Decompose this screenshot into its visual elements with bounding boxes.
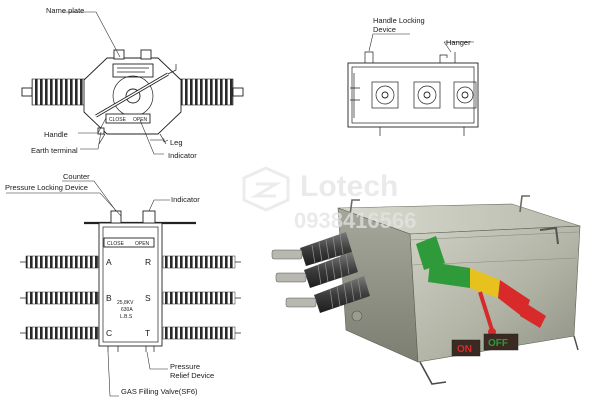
earth-terminal-label: Earth terminal xyxy=(31,146,78,155)
side-indicator-window xyxy=(103,237,155,248)
bushing-r xyxy=(162,255,236,269)
photo-bushing-2 xyxy=(275,252,358,288)
front-legs xyxy=(98,133,167,145)
side-indicator-box xyxy=(142,210,156,224)
bushing-t xyxy=(162,326,236,340)
bottom-devices xyxy=(107,346,155,352)
hanger-shape xyxy=(439,52,456,63)
left-terminal xyxy=(21,87,33,97)
right-bushing xyxy=(174,78,234,106)
top-flange-2 xyxy=(413,81,441,109)
handle-locking-label-line1: Handle Locking xyxy=(373,16,425,25)
top-tank-body xyxy=(347,62,479,128)
off-plate xyxy=(483,333,519,351)
right-terminal xyxy=(232,87,244,97)
on-label: ON xyxy=(457,344,472,355)
phase-c-text: C xyxy=(106,328,112,338)
name-plate xyxy=(112,63,154,78)
handle-label: Handle xyxy=(44,130,68,139)
top-flange-3 xyxy=(453,81,477,109)
side-close-text: CLOSE xyxy=(107,241,125,247)
leg-label: Leg xyxy=(170,138,183,147)
side-indicator-label: Indicator xyxy=(171,195,200,204)
top-flange-1 xyxy=(371,81,399,109)
bushing-c xyxy=(25,326,99,340)
rating-voltage-text: 25,8KV xyxy=(117,300,134,306)
pressure-relief-label-line1: Pressure xyxy=(170,362,200,371)
front-lug-right xyxy=(140,49,152,60)
front-indicator-label: Indicator xyxy=(168,151,197,160)
photo-bushing-3 xyxy=(285,276,370,313)
on-plate xyxy=(451,339,481,357)
photo-bushing-1 xyxy=(271,232,352,266)
rating-type-text: L.B.S xyxy=(120,314,133,320)
side-open-text: OPEN xyxy=(135,241,150,247)
bushing-b xyxy=(25,291,99,305)
phase-r-text: R xyxy=(145,257,151,267)
rating-current-text: 630A xyxy=(121,307,133,313)
bushing-s xyxy=(162,291,236,305)
top-view-drawing: Handle Locking Device Hanger xyxy=(347,16,479,136)
earth-terminal xyxy=(97,127,105,135)
counter-device xyxy=(110,210,122,224)
phase-a-text: A xyxy=(106,257,112,267)
handle-locking-shape xyxy=(364,51,374,63)
handle-locking-label-line2: Device xyxy=(373,25,396,34)
off-label: OFF xyxy=(488,338,508,349)
bushing-a xyxy=(25,255,99,269)
switch-photo: ON OFF xyxy=(271,195,581,385)
phase-t-text: T xyxy=(145,328,150,338)
counter-label: Counter xyxy=(63,172,90,181)
top-feet xyxy=(379,127,465,136)
photo-leg xyxy=(419,361,447,385)
front-close-text: CLOSE xyxy=(109,117,127,123)
watermark-phone: 0938416566 xyxy=(294,208,416,233)
watermark: Lotech 0938416566 xyxy=(242,166,416,233)
phase-s-text: S xyxy=(145,293,151,303)
name-plate-label: Name plate xyxy=(46,6,84,15)
pressure-locking-label: Pressure Locking Device xyxy=(5,183,88,192)
hanger-label: Hanger xyxy=(446,38,471,47)
phase-b-text: B xyxy=(106,293,112,303)
left-bushing xyxy=(31,78,91,106)
front-handle xyxy=(95,64,177,118)
side-view-drawing: CLOSE OPEN A R B S C T 25,8KV 630A L.B.S… xyxy=(5,172,241,397)
top-handle xyxy=(350,73,360,118)
pressure-relief-label-line2: Relief Device xyxy=(170,371,214,380)
front-view-drawing: CLOSE OPEN Name plate Handle Earth termi… xyxy=(21,6,244,160)
photo-operating-handle xyxy=(416,236,546,336)
watermark-logo xyxy=(242,166,290,212)
watermark-brand: Lotech xyxy=(300,170,398,203)
front-lug-left xyxy=(113,49,125,60)
gas-valve-label: GAS Filling Valve(SF6) xyxy=(121,387,198,396)
